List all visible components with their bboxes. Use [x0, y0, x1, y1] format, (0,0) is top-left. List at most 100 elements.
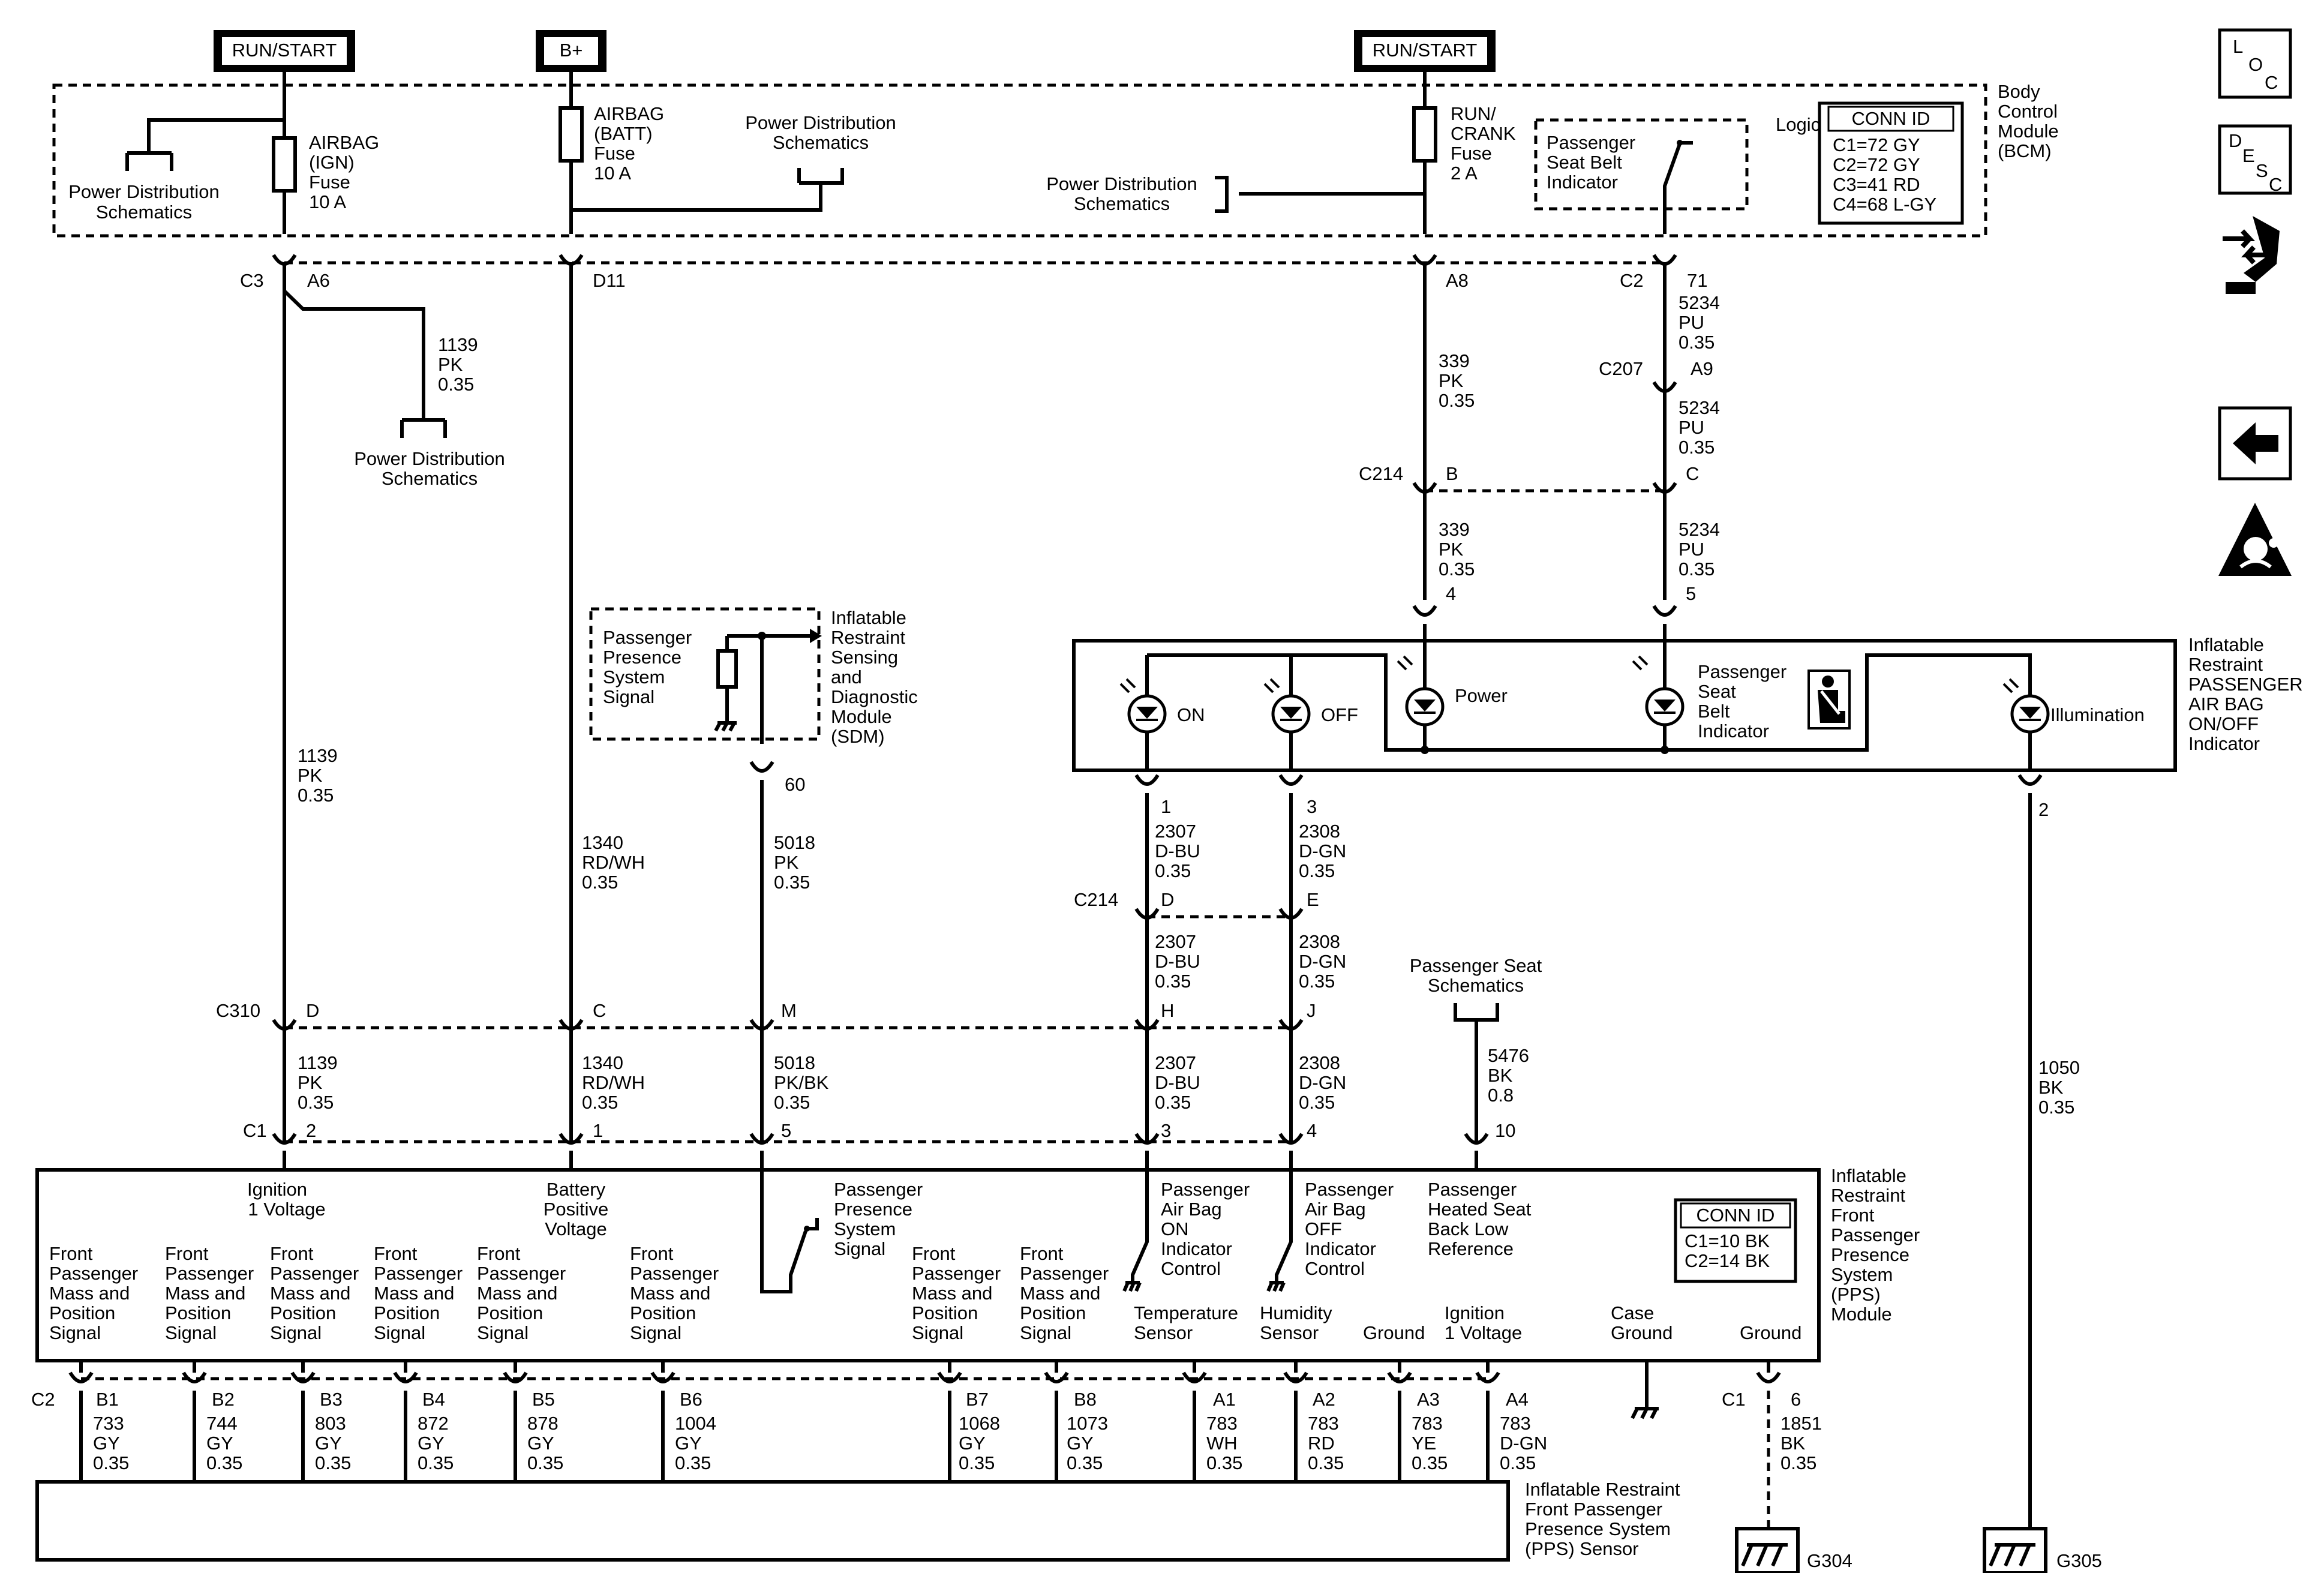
svg-text:Seat: Seat	[1698, 681, 1736, 702]
loc-icon[interactable]: L O C	[2218, 28, 2292, 99]
c214-label: C214	[1359, 463, 1403, 484]
svg-text:2308: 2308	[1299, 821, 1340, 842]
p1-label: 1	[1161, 796, 1171, 817]
svg-text:Front: Front	[1020, 1243, 1064, 1264]
svg-text:Reference: Reference	[1428, 1238, 1514, 1259]
led-seat-belt: Passenger Seat Belt Indicator	[1632, 655, 1786, 742]
svg-text:2307: 2307	[1155, 1052, 1196, 1073]
svg-text:Schematics: Schematics	[1074, 193, 1170, 214]
svg-text:2 A: 2 A	[1451, 163, 1478, 184]
p3-label: 3	[1307, 796, 1317, 817]
c3-label: C3	[240, 270, 264, 291]
c2-label: C2	[31, 1389, 55, 1410]
svg-text:Position: Position	[912, 1302, 978, 1323]
wire-2307-c: 2307 D-BU 0.35	[1155, 1052, 1200, 1113]
p5-label: 5	[1686, 583, 1696, 604]
svg-text:CONN ID: CONN ID	[1852, 108, 1930, 129]
svg-text:Indicator: Indicator	[1547, 172, 1618, 193]
svg-text:OFF: OFF	[1305, 1218, 1342, 1239]
b8-label: B8	[1074, 1389, 1097, 1410]
svg-text:G304: G304	[1807, 1550, 1852, 1571]
svg-text:Power Distribution: Power Distribution	[354, 448, 505, 469]
logic-switch	[1663, 140, 1693, 234]
c310-j-label: J	[1307, 1000, 1316, 1021]
wire-1050: 1050 BK 0.35	[2038, 1057, 2080, 1118]
svg-text:CRANK: CRANK	[1451, 123, 1516, 144]
svg-text:0.35: 0.35	[1299, 860, 1335, 881]
svg-text:Ground: Ground	[1611, 1322, 1673, 1343]
svg-text:Mass and: Mass and	[165, 1283, 245, 1304]
svg-text:Inflatable: Inflatable	[1831, 1165, 1906, 1186]
ground-g304: G304	[1735, 1527, 1852, 1573]
c214b-label: C214	[1074, 889, 1118, 910]
svg-text:Passenger: Passenger	[1698, 661, 1786, 682]
svg-text:Temperature: Temperature	[1134, 1302, 1238, 1323]
wire-2308-b: 2308 D-GN 0.35	[1299, 931, 1346, 992]
svg-text:1851: 1851	[1780, 1413, 1822, 1434]
sdm-title: Inflatable Restraint Sensing and Diagnos…	[831, 607, 918, 747]
ground-label: Ground	[1363, 1322, 1425, 1343]
c2-pins	[68, 1361, 1500, 1482]
ground-b-label: Ground	[1740, 1322, 1801, 1343]
power-label-text: B+	[560, 40, 583, 61]
svg-text:5476: 5476	[1488, 1045, 1529, 1066]
svg-text:5234: 5234	[1679, 397, 1720, 418]
svg-text:0.35: 0.35	[1299, 1092, 1335, 1113]
svg-text:0.35: 0.35	[959, 1452, 995, 1473]
svg-text:ON: ON	[1161, 1218, 1189, 1239]
svg-text:0.35: 0.35	[418, 1452, 454, 1473]
svg-text:(IGN): (IGN)	[309, 152, 355, 173]
svg-text:Passenger: Passenger	[1547, 132, 1635, 153]
svg-text:0.35: 0.35	[1067, 1452, 1103, 1473]
svg-text:PK: PK	[438, 354, 463, 375]
p71-label: 71	[1687, 270, 1707, 291]
svg-text:GY: GY	[315, 1433, 342, 1454]
pps-sensor-title: Inflatable Restraint Front Passenger Pre…	[1525, 1479, 1680, 1559]
svg-text:Mass and: Mass and	[49, 1283, 130, 1304]
svg-text:Case: Case	[1611, 1302, 1654, 1323]
pds-branch-label: Power Distribution Schematics	[354, 448, 505, 489]
svg-text:0.35: 0.35	[1206, 1452, 1242, 1473]
svg-text:PK: PK	[298, 1072, 323, 1093]
svg-text:803: 803	[315, 1413, 346, 1434]
svg-text:Fuse: Fuse	[1451, 143, 1492, 164]
svg-text:Positive: Positive	[544, 1199, 609, 1220]
desc-icon[interactable]: D E S C	[2218, 124, 2292, 195]
fuse-airbag-ign	[272, 136, 297, 193]
svg-text:Position: Position	[630, 1302, 696, 1323]
svg-text:0.35: 0.35	[438, 374, 474, 395]
svg-text:Inflatable Restraint: Inflatable Restraint	[1525, 1479, 1680, 1500]
svg-text:PK/BK: PK/BK	[774, 1072, 829, 1093]
c214-b-label: B	[1446, 463, 1458, 484]
c310-label: C310	[216, 1000, 260, 1021]
svg-text:878: 878	[527, 1413, 559, 1434]
svg-text:GY: GY	[206, 1433, 233, 1454]
svg-text:Signal: Signal	[630, 1322, 681, 1343]
airbag-warning-icon[interactable]	[2218, 503, 2292, 576]
p6-label: 6	[1791, 1389, 1801, 1410]
svg-text:Passenger: Passenger	[1020, 1263, 1109, 1284]
svg-text:Passenger: Passenger	[270, 1263, 359, 1284]
svg-text:Passenger: Passenger	[1831, 1224, 1920, 1245]
a3-label: A3	[1417, 1389, 1440, 1410]
wire-5234-c: 5234 PU 0.35	[1679, 519, 1720, 580]
wire-5234-a: 5234 PU 0.35	[1679, 292, 1720, 353]
svg-text:783: 783	[1412, 1413, 1443, 1434]
connector-hand-icon[interactable]	[2223, 216, 2280, 294]
a1-label: A1	[1213, 1389, 1236, 1410]
svg-text:C: C	[2269, 174, 2282, 195]
svg-text:ON: ON	[1177, 704, 1205, 725]
a2-label: A2	[1313, 1389, 1335, 1410]
svg-text:Air Bag: Air Bag	[1161, 1199, 1222, 1220]
wire-2307-a: 2307 D-BU 0.35	[1155, 821, 1200, 881]
svg-text:Battery: Battery	[547, 1179, 606, 1200]
back-arrow-icon[interactable]	[2218, 406, 2292, 481]
svg-text:1073: 1073	[1067, 1413, 1108, 1434]
svg-text:0.35: 0.35	[774, 872, 810, 893]
fp-signal-label-b1: Front Passenger Mass and Position Signal	[49, 1243, 138, 1343]
svg-text:RD/WH: RD/WH	[582, 1072, 645, 1093]
